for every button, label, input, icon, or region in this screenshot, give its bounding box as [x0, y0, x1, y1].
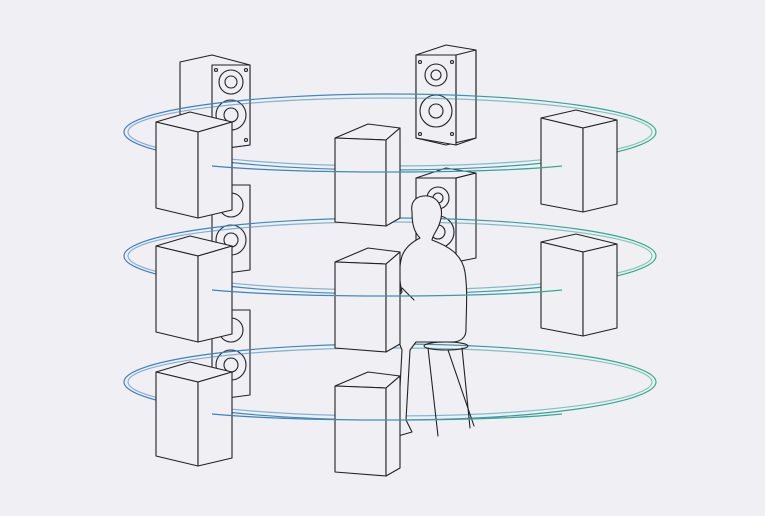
speaker-box-icon [334, 123, 401, 227]
speaker-box-icon [334, 371, 401, 477]
ring-middle-front [211, 289, 563, 297]
ring-upper-front [211, 165, 563, 173]
speaker-box-icon [540, 109, 618, 213]
speaker-box-icon [155, 235, 233, 343]
speaker-box-icon [540, 233, 618, 337]
stool-icon [423, 341, 475, 437]
speaker-box-icon [155, 361, 233, 467]
front-speakers [155, 109, 618, 477]
speaker-box-icon [155, 111, 233, 219]
speaker-box-icon [334, 247, 401, 353]
ring-lower-front [211, 413, 563, 421]
ring-front-arcs [211, 165, 563, 421]
